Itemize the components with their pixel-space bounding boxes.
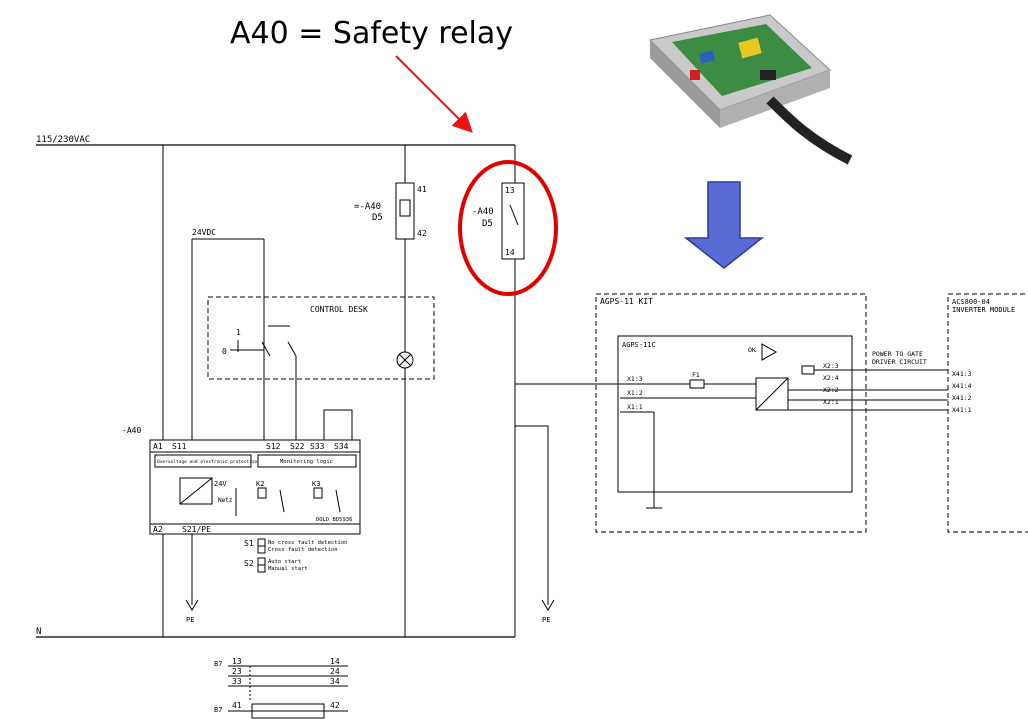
- neutral-label: N: [36, 627, 41, 637]
- contact-right-24: 24: [330, 667, 340, 676]
- switch-zero: 0: [222, 347, 227, 356]
- coil-pin-42: 42: [417, 229, 427, 238]
- contact-left-33: 33: [232, 677, 242, 686]
- relay-location: D5: [372, 213, 383, 223]
- kit-note-line1: POWER TO GATE: [872, 350, 923, 358]
- inverter-x414: X41:4: [952, 382, 972, 390]
- contact-right-34: 34: [330, 677, 340, 686]
- contact-location: D5: [482, 219, 493, 229]
- module-voltage: 24V: [214, 480, 227, 488]
- kit-inner-title: AGPS-11C: [622, 341, 656, 349]
- legend-s2-line2: Manual start: [268, 566, 308, 572]
- legend-s1-line1: No cross fault detection: [268, 540, 347, 546]
- kit-in-x11: X1:1: [627, 403, 643, 411]
- inverter-x412: X41:2: [952, 394, 972, 402]
- inverter-x413: X41:3: [952, 370, 972, 378]
- pe-label-left: PE: [186, 616, 194, 624]
- inverter-line2: INVERTER MODULE: [952, 306, 1015, 314]
- callout-title: A40 = Safety relay: [230, 16, 513, 51]
- contact-right-14: 14: [330, 657, 340, 666]
- kit-in-x13: X1:3: [627, 375, 643, 383]
- module-terminal-s11: S11: [172, 442, 187, 451]
- safety-relay-highlight: [458, 160, 558, 296]
- kit-title: AGPS-11 KIT: [600, 297, 653, 306]
- module-terminal-s12: S12: [266, 442, 281, 451]
- kit-out-x24: X2:4: [823, 374, 839, 382]
- coil-pin-41: 41: [417, 185, 427, 194]
- contacts-prefix: B7: [214, 660, 222, 668]
- terminal-a2: A2: [153, 525, 163, 534]
- contact-left-41: 41: [232, 701, 242, 710]
- big-down-arrow: [683, 181, 765, 269]
- contact-right-42: 42: [330, 701, 340, 710]
- kit-in-x12: X1:2: [627, 389, 643, 397]
- control-desk-label: CONTROL DESK: [310, 305, 368, 314]
- dc-label: 24VDC: [192, 228, 216, 237]
- callout-arrow: [395, 55, 473, 133]
- legend-s1-line2: Cross fault detection: [268, 547, 338, 553]
- ok-label: OK: [748, 346, 756, 354]
- module-netz: Netz: [218, 497, 233, 504]
- legend-s1-key: S1: [244, 539, 254, 548]
- inverter-x411: X41:1: [952, 406, 972, 414]
- module-terminal-s33: S33: [310, 442, 325, 451]
- kit-out-x21: X2:1: [823, 398, 839, 406]
- legend-s2-key: S2: [244, 559, 254, 568]
- pe-label-right: PE: [542, 616, 550, 624]
- module-box-right: Monitoring logic: [280, 459, 333, 465]
- module-maker: DOLD BD5936: [316, 517, 352, 523]
- kit-out-x23: X2:3: [823, 362, 839, 370]
- module-terminal-a1: A1: [153, 442, 163, 451]
- module-k2: K2: [256, 480, 264, 488]
- contact-coil-box: [251, 703, 325, 719]
- switch-one: 1: [236, 328, 241, 337]
- contact-pin-14: 14: [505, 248, 515, 257]
- module-k3: K3: [312, 480, 320, 488]
- module-box-left: Overvoltage and electronic protection: [157, 459, 258, 465]
- inverter-line1: ACS800-04: [952, 298, 990, 306]
- module-designator: -A40: [122, 426, 141, 435]
- contacts-prefix-2: B7: [214, 706, 222, 714]
- terminal-s21-pe: S21/PE: [182, 525, 211, 534]
- fuse-label: F1: [692, 371, 700, 379]
- contact-left-13: 13: [232, 657, 242, 666]
- contact-pin-13: 13: [505, 186, 515, 195]
- legend-s2-line1: Auto start: [268, 559, 301, 565]
- relay-designator: =-A40: [354, 202, 381, 212]
- contact-left-23: 23: [232, 667, 242, 676]
- supply-label: 115/230VAC: [36, 135, 90, 145]
- module-terminal-s34: S34: [334, 442, 349, 451]
- kit-note-line2: DRIVER CIRCUIT: [872, 358, 927, 366]
- contact-designator: -A40: [472, 207, 494, 217]
- agps-board-photo: [648, 14, 853, 165]
- module-terminal-s22: S22: [290, 442, 305, 451]
